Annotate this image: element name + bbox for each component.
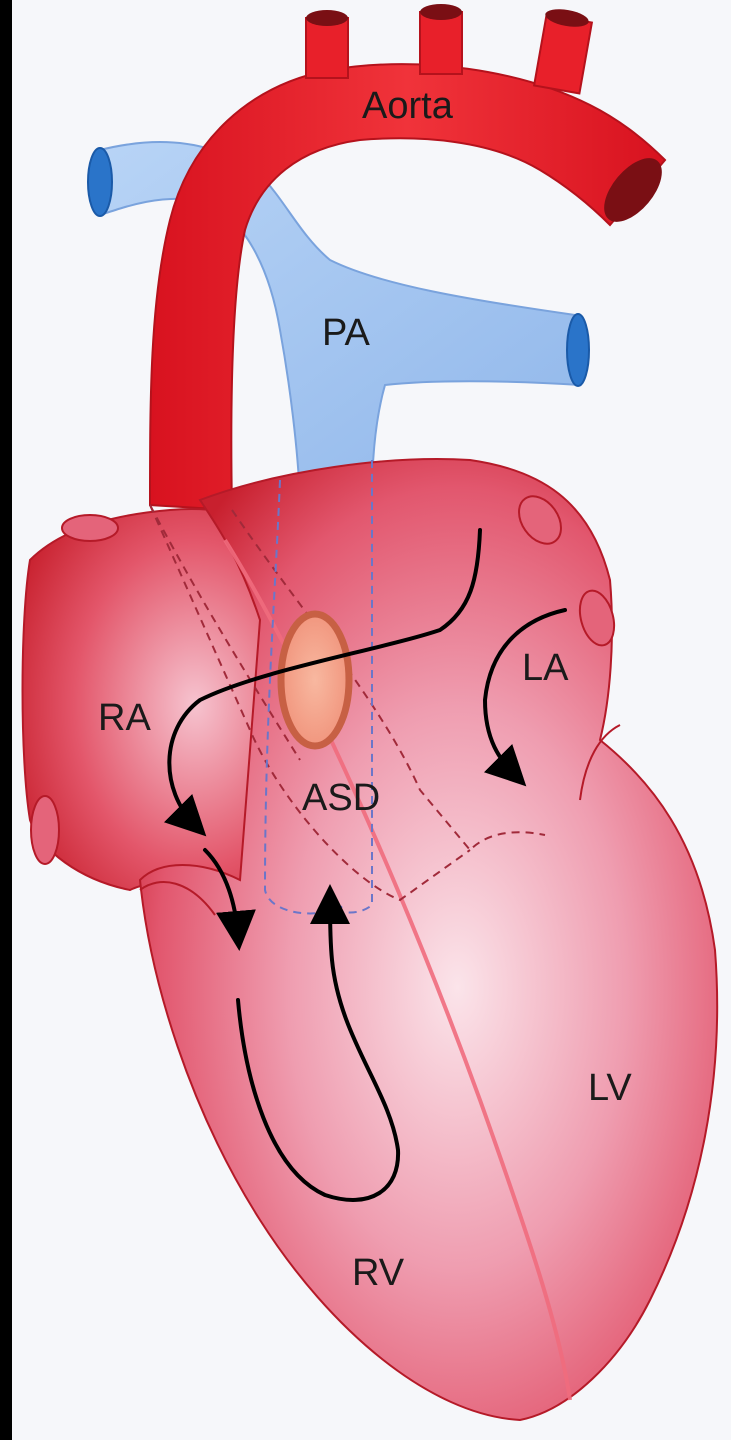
heart-diagram: Aorta PA LA RA ASD LV RV xyxy=(12,0,731,1440)
label-left-atrium: LA xyxy=(522,647,569,689)
label-asd: ASD xyxy=(302,777,380,819)
heart-diagram-canvas: Aorta PA LA RA ASD LV RV xyxy=(12,0,731,1440)
aorta xyxy=(150,4,673,510)
label-right-ventricle: RV xyxy=(352,1252,405,1294)
label-aorta: Aorta xyxy=(362,85,454,127)
label-left-ventricle: LV xyxy=(588,1067,632,1109)
atrial-septal-defect xyxy=(281,614,349,746)
label-right-atrium: RA xyxy=(98,697,151,739)
label-pulmonary-artery: PA xyxy=(322,312,371,354)
